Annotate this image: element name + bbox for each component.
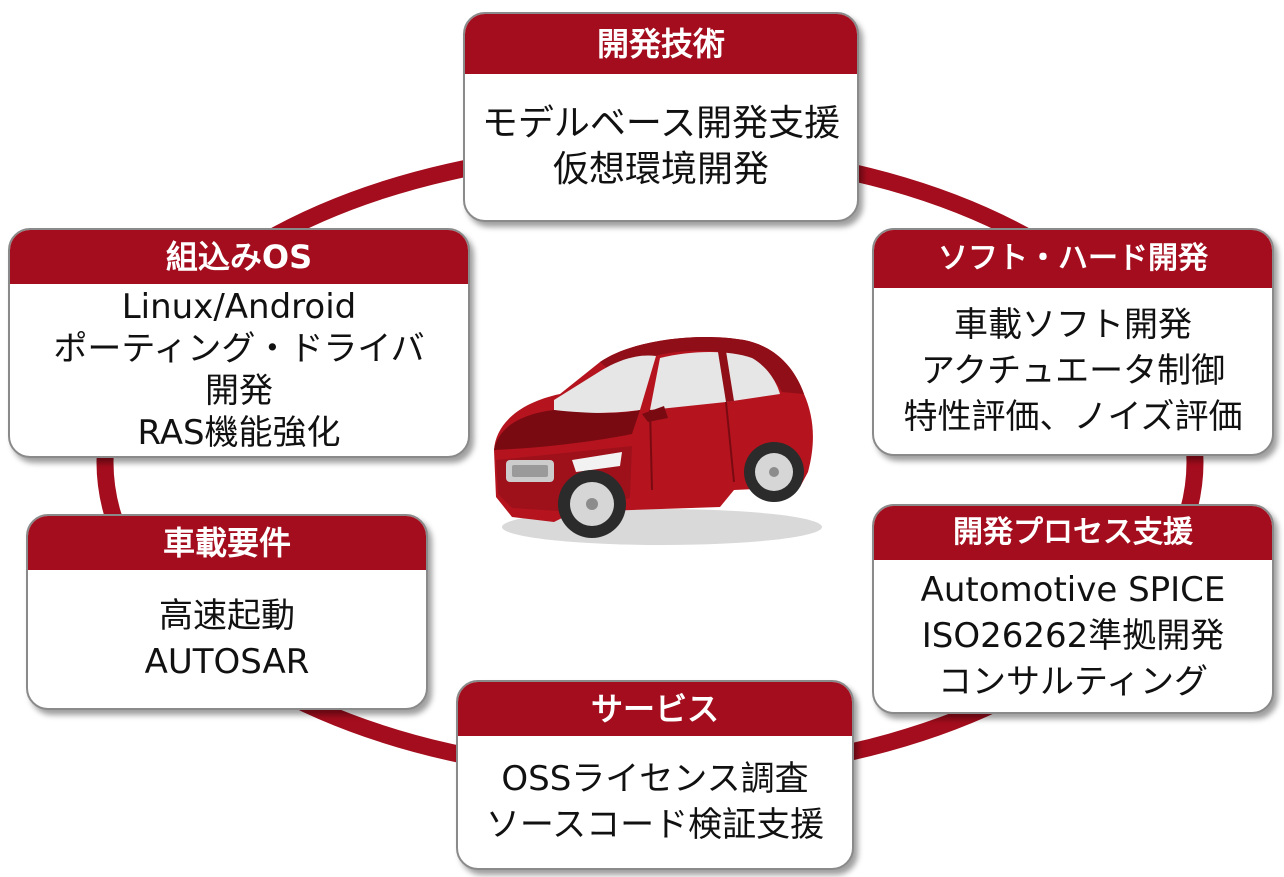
card-dev-process-line: ISO26262準拠開発 xyxy=(921,616,1225,656)
card-services: サービス OSSライセンス調査 ソースコード検証支援 xyxy=(456,680,854,870)
card-vehicle-req-body: 高速起動 AUTOSAR xyxy=(28,570,426,708)
card-dev-tech-line: 仮想環境開発 xyxy=(552,149,769,190)
card-dev-tech: 開発技術 モデルベース開発支援 仮想環境開発 xyxy=(463,12,859,222)
card-embedded-os-line: ポーティング・ドライバ xyxy=(53,329,425,369)
car-rear-hub-center xyxy=(769,467,779,477)
card-soft-hard-header: ソフト・ハード開発 xyxy=(874,230,1272,288)
card-embedded-os: 組込みOS Linux/Android ポーティング・ドライバ 開発 RAS機能… xyxy=(8,228,470,458)
card-dev-process-body: Automotive SPICE ISO26262準拠開発 コンサルティング xyxy=(874,560,1272,712)
card-soft-hard-body: 車載ソフト開発 アクチュエータ制御 特性評価、ノイズ評価 xyxy=(874,288,1272,454)
card-dev-tech-header: 開発技術 xyxy=(465,14,857,74)
car-headlight xyxy=(572,452,622,472)
card-dev-tech-body: モデルベース開発支援 仮想環境開発 xyxy=(465,74,857,220)
card-soft-hard-line: 車載ソフト開発 xyxy=(954,305,1192,345)
card-dev-process: 開発プロセス支援 Automotive SPICE ISO26262準拠開発 コ… xyxy=(872,504,1274,714)
red-car-icon xyxy=(494,336,822,545)
car-side-mirror xyxy=(642,406,668,422)
card-soft-hard-line: アクチュエータ制御 xyxy=(920,351,1226,391)
card-embedded-os-body: Linux/Android ポーティング・ドライバ 開発 RAS機能強化 xyxy=(10,284,468,456)
car-hood xyxy=(494,410,640,450)
card-dev-process-line: Automotive SPICE xyxy=(920,570,1226,610)
card-vehicle-req-header: 車載要件 xyxy=(28,516,426,570)
car-windshield xyxy=(554,355,656,413)
card-dev-process-line: コンサルティング xyxy=(938,662,1208,702)
card-services-line: OSSライセンス調査 xyxy=(501,759,809,799)
car-front-hub-center xyxy=(586,498,598,510)
car-window-pillar xyxy=(718,351,734,402)
card-services-header: サービス xyxy=(458,682,852,736)
card-soft-hard-line: 特性評価、ノイズ評価 xyxy=(903,397,1243,437)
card-embedded-os-line: RAS機能強化 xyxy=(137,413,341,453)
car-roof-shading xyxy=(600,336,804,394)
card-embedded-os-header: 組込みOS xyxy=(10,230,468,284)
card-vehicle-req: 車載要件 高速起動 AUTOSAR xyxy=(26,514,428,710)
card-services-body: OSSライセンス調査 ソースコード検証支援 xyxy=(458,736,852,868)
car-door-line xyxy=(649,401,735,491)
card-vehicle-req-line: AUTOSAR xyxy=(144,642,310,682)
card-soft-hard: ソフト・ハード開発 車載ソフト開発 アクチュエータ制御 特性評価、ノイズ評価 xyxy=(872,228,1274,456)
car-grille-inner xyxy=(512,465,548,477)
card-embedded-os-line: 開発 xyxy=(205,371,273,411)
card-embedded-os-line: Linux/Android xyxy=(121,287,357,327)
car-side-window xyxy=(650,352,780,410)
card-vehicle-req-line: 高速起動 xyxy=(159,596,295,636)
card-services-line: ソースコード検証支援 xyxy=(485,805,825,845)
card-dev-tech-line: モデルベース開発支援 xyxy=(481,103,841,144)
card-dev-process-header: 開発プロセス支援 xyxy=(874,506,1272,560)
